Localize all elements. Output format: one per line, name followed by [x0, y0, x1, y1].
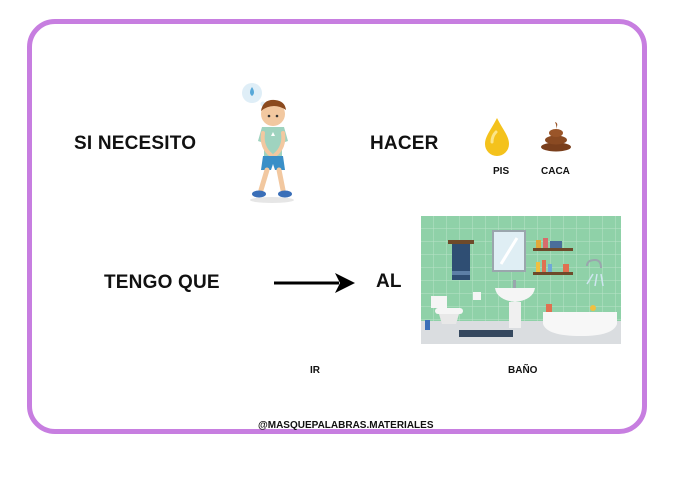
text-si-necesito: SI NECESITO: [74, 133, 197, 154]
label-pis: PIS: [493, 166, 510, 177]
text-tengo-que: TENGO QUE: [104, 272, 220, 293]
poo-icon: [541, 122, 571, 152]
pee-drop-icon: [485, 118, 509, 156]
label-caca: CACA: [541, 166, 570, 177]
caption-ir: IR: [310, 365, 320, 376]
credit-text: @MASQUEPALABRAS.MATERIALES: [258, 420, 434, 431]
bathroom-illustration: [421, 216, 621, 344]
boy-needs-toilet-icon: [242, 83, 294, 203]
arrow-right-icon: [274, 273, 355, 293]
caption-bano: BAÑO: [508, 365, 538, 376]
text-al: AL: [376, 271, 402, 292]
text-hacer: HACER: [370, 133, 439, 154]
